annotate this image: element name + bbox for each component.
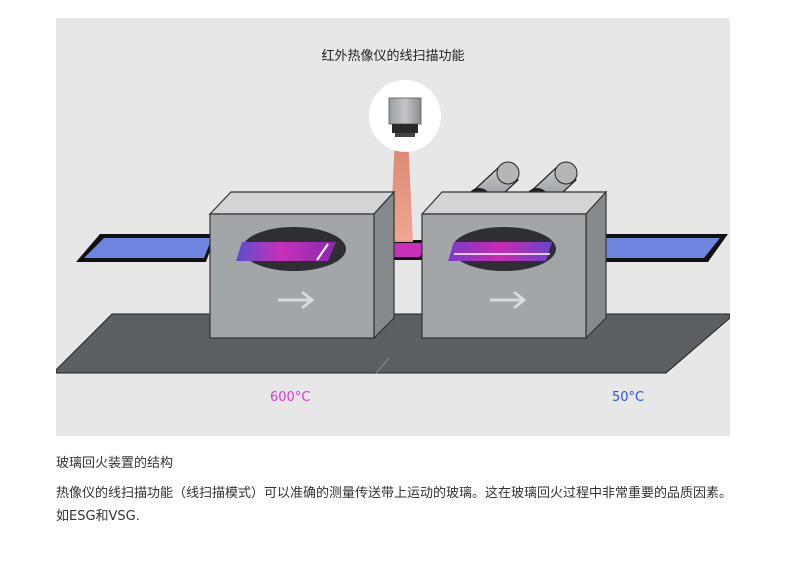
arrow-right-icon: [490, 290, 527, 310]
cooling-box-top: [420, 191, 608, 215]
arrow-right-icon: [278, 290, 315, 310]
tempering-diagram: 红外热像仪的线扫描功能 600°C 50°C: [56, 18, 730, 436]
infrared-beam: [390, 136, 413, 242]
temperature-cool-label: 50°C: [612, 390, 645, 405]
furnace-top: [208, 191, 396, 215]
temperature-hot-label: 600°C: [270, 390, 311, 405]
camera-body: [388, 97, 422, 125]
description-paragraph: 热像仪的线扫描功能（线扫描模式）可以准确的测量传送带上运动的玻璃。这在玻璃回火过…: [56, 486, 733, 524]
diagram-graphic: [56, 80, 730, 374]
conveyor-floor: [56, 313, 730, 374]
figure-caption: 玻璃回火装置的结构: [56, 456, 174, 471]
diagram-title: 红外热像仪的线扫描功能: [321, 49, 465, 64]
